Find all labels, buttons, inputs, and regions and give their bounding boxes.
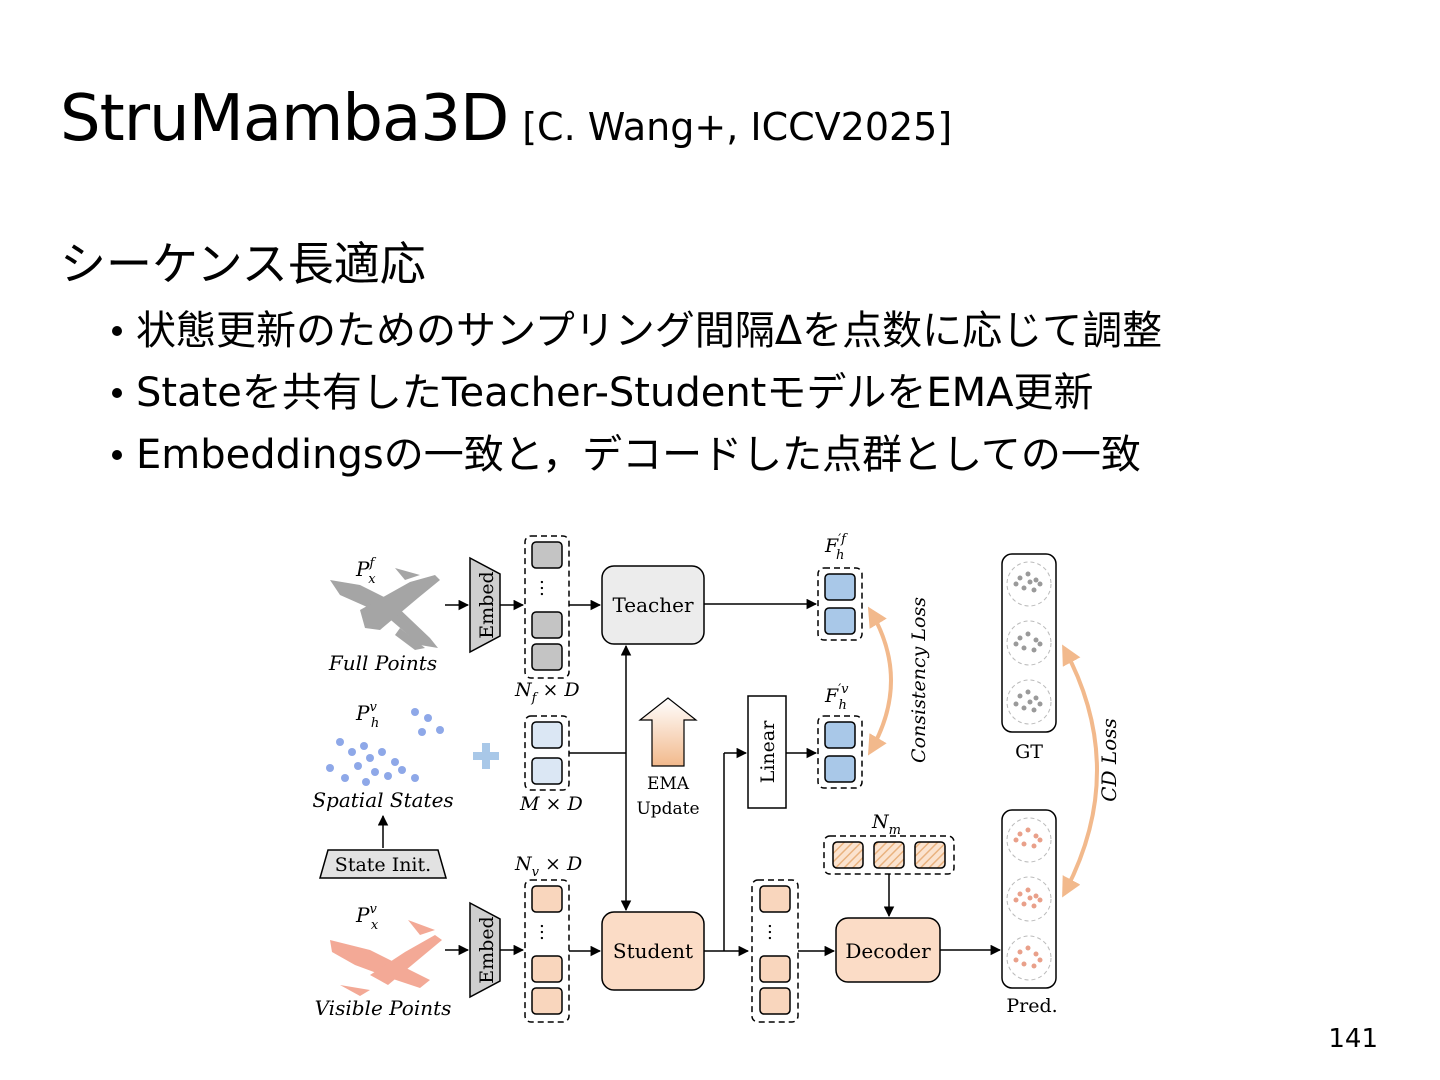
mask-token-stack — [823, 835, 955, 875]
bullet-text: Embeddingsの一致と，デコードした点群としての一致 — [136, 432, 1141, 478]
bullet-text: 状態更新のためのサンプリング間隔Δを点数に応じて調整 — [136, 308, 1163, 354]
svg-text:…: … — [536, 579, 557, 597]
bullet-dot-icon — [112, 450, 122, 460]
pred-label: Pred. — [1006, 995, 1057, 1017]
bullet-list: 状態更新のためのサンプリング間隔Δを点数に応じて調整 Stateを共有したTea… — [112, 300, 1162, 486]
full-points-cloud — [330, 568, 440, 650]
dim-nm: Nm — [871, 811, 901, 838]
pred-point-clouds — [1001, 809, 1057, 989]
spatial-states-cloud — [326, 708, 444, 786]
teacher-label: Teacher — [612, 593, 693, 617]
visible-token-stack: … — [524, 879, 570, 1023]
bullet-dot-icon — [112, 388, 122, 398]
ema-label-line1: EMA — [647, 774, 690, 794]
consistency-loss-arrow — [867, 606, 893, 756]
dim-nf: Nf× D — [514, 679, 580, 706]
svg-text:…: … — [536, 923, 557, 941]
teacher-feature-stack — [817, 567, 863, 641]
ema-label-line2: Update — [636, 799, 699, 819]
embed-block-top — [469, 556, 501, 654]
full-points-label: Full Points — [328, 651, 437, 675]
visible-points-label: Visible Points — [315, 996, 452, 1020]
title-citation: [C. Wang+, ICCV2025] — [522, 105, 953, 149]
bullet-dot-icon — [112, 326, 122, 336]
svg-text:…: … — [764, 923, 785, 941]
state-token-stack — [524, 715, 570, 791]
linear-label: Linear — [757, 720, 779, 784]
title-main: StruMamba3D — [60, 82, 509, 156]
gt-point-clouds — [1001, 553, 1057, 733]
embed-block-bottom — [469, 901, 501, 999]
gt-label: GT — [1015, 741, 1043, 763]
linear-block — [747, 695, 787, 809]
decoder-label: Decoder — [845, 939, 931, 963]
page-number: 141 — [1328, 1024, 1378, 1054]
state-init-block — [319, 849, 447, 879]
dim-nv: Nv× D — [514, 853, 582, 880]
bullet-text: Stateを共有したTeacher-StudentモデルをEMA更新 — [136, 370, 1094, 416]
slide-title: StruMamba3D [C. Wang+, ICCV2025] — [60, 82, 952, 156]
ema-update-arrow-icon — [638, 697, 698, 767]
visible-points-cloud — [330, 920, 442, 996]
embed-label-bottom: Embed — [476, 916, 498, 983]
decoder-input-stack: … — [751, 879, 799, 1023]
plus-icon — [473, 743, 499, 769]
state-init-label: State Init. — [335, 854, 431, 876]
bullet-item: Stateを共有したTeacher-StudentモデルをEMA更新 — [112, 362, 1162, 424]
spatial-states-label: Spatial States — [312, 788, 453, 812]
dim-m: M × D — [519, 793, 583, 815]
full-token-stack: … — [524, 535, 570, 679]
consistency-loss-label: Consistency Loss — [908, 597, 930, 763]
bullet-item: Embeddingsの一致と，デコードした点群としての一致 — [112, 424, 1162, 486]
cd-loss-arrow — [1062, 644, 1099, 898]
student-feature-stack — [817, 715, 863, 789]
section-heading: シーケンス長適応 — [60, 237, 426, 291]
teacher-block — [601, 565, 705, 645]
cd-loss-label: CD Loss — [1097, 718, 1121, 802]
student-label: Student — [613, 939, 693, 963]
embed-label-top: Embed — [476, 571, 498, 638]
bullet-item: 状態更新のためのサンプリング間隔Δを点数に応じて調整 — [112, 300, 1162, 362]
